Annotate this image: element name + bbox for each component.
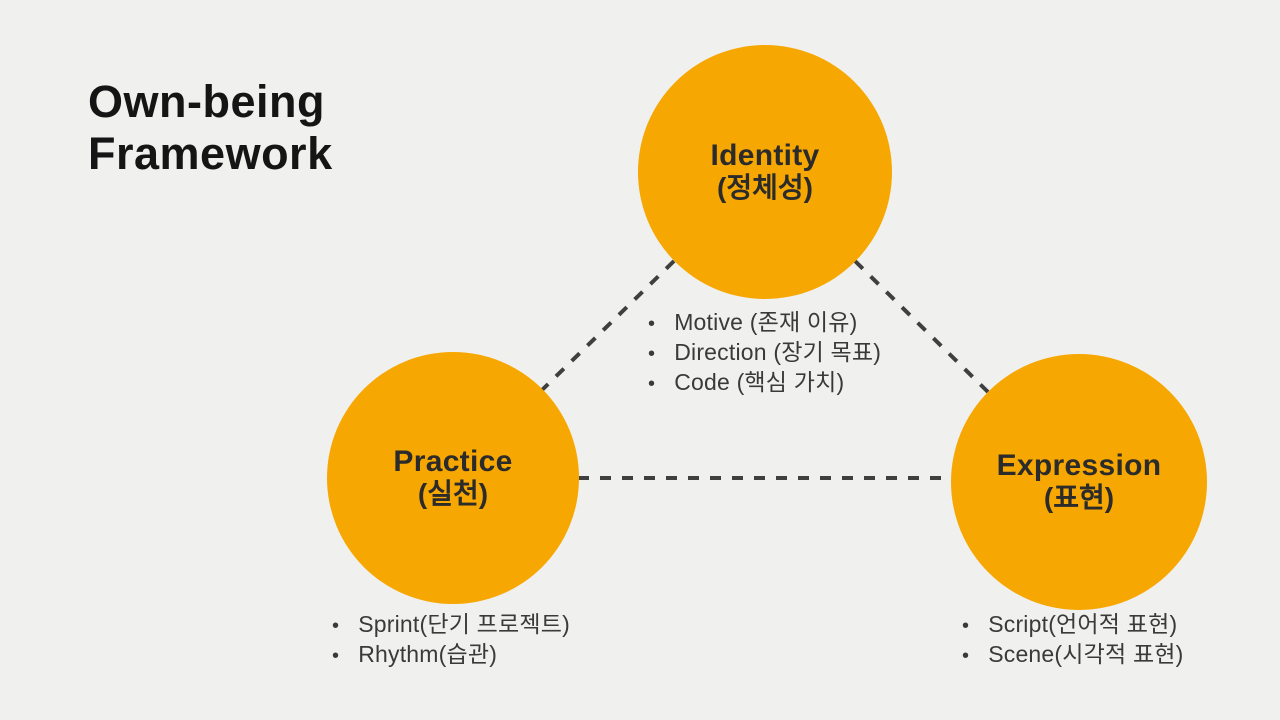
expression-bullet-list: Script(언어적 표현) Scene(시각적 표현) xyxy=(962,610,1184,670)
node-identity: Identity (정체성) xyxy=(638,45,892,299)
node-practice-label: Practice xyxy=(393,445,513,478)
list-item: Script(언어적 표현) xyxy=(962,610,1184,640)
node-expression-label-korean: (표현) xyxy=(1043,482,1115,513)
list-item: Direction (장기 목표) xyxy=(648,338,881,368)
page-title-line2: Framework xyxy=(88,128,333,179)
node-expression: Expression (표현) xyxy=(951,354,1207,610)
list-item: Code (핵심 가치) xyxy=(648,368,881,398)
list-item: Scene(시각적 표현) xyxy=(962,640,1184,670)
page-title-line1: Own-being xyxy=(88,76,325,127)
node-practice-label-korean: (실천) xyxy=(417,478,489,509)
connector-identity-expression xyxy=(853,259,990,394)
list-item: Sprint(단기 프로젝트) xyxy=(332,610,570,640)
node-practice: Practice (실천) xyxy=(327,352,579,604)
page-title: Own-being Framework xyxy=(88,76,333,180)
list-item: Rhythm(습관) xyxy=(332,640,570,670)
connector-identity-practice xyxy=(540,259,676,392)
node-identity-label: Identity xyxy=(710,139,820,172)
practice-bullet-list: Sprint(단기 프로젝트) Rhythm(습관) xyxy=(332,610,570,670)
identity-bullet-list: Motive (존재 이유) Direction (장기 목표) Code (핵… xyxy=(648,308,881,398)
node-expression-label: Expression xyxy=(996,449,1162,482)
node-identity-label-korean: (정체성) xyxy=(717,172,813,203)
list-item: Motive (존재 이유) xyxy=(648,308,881,338)
